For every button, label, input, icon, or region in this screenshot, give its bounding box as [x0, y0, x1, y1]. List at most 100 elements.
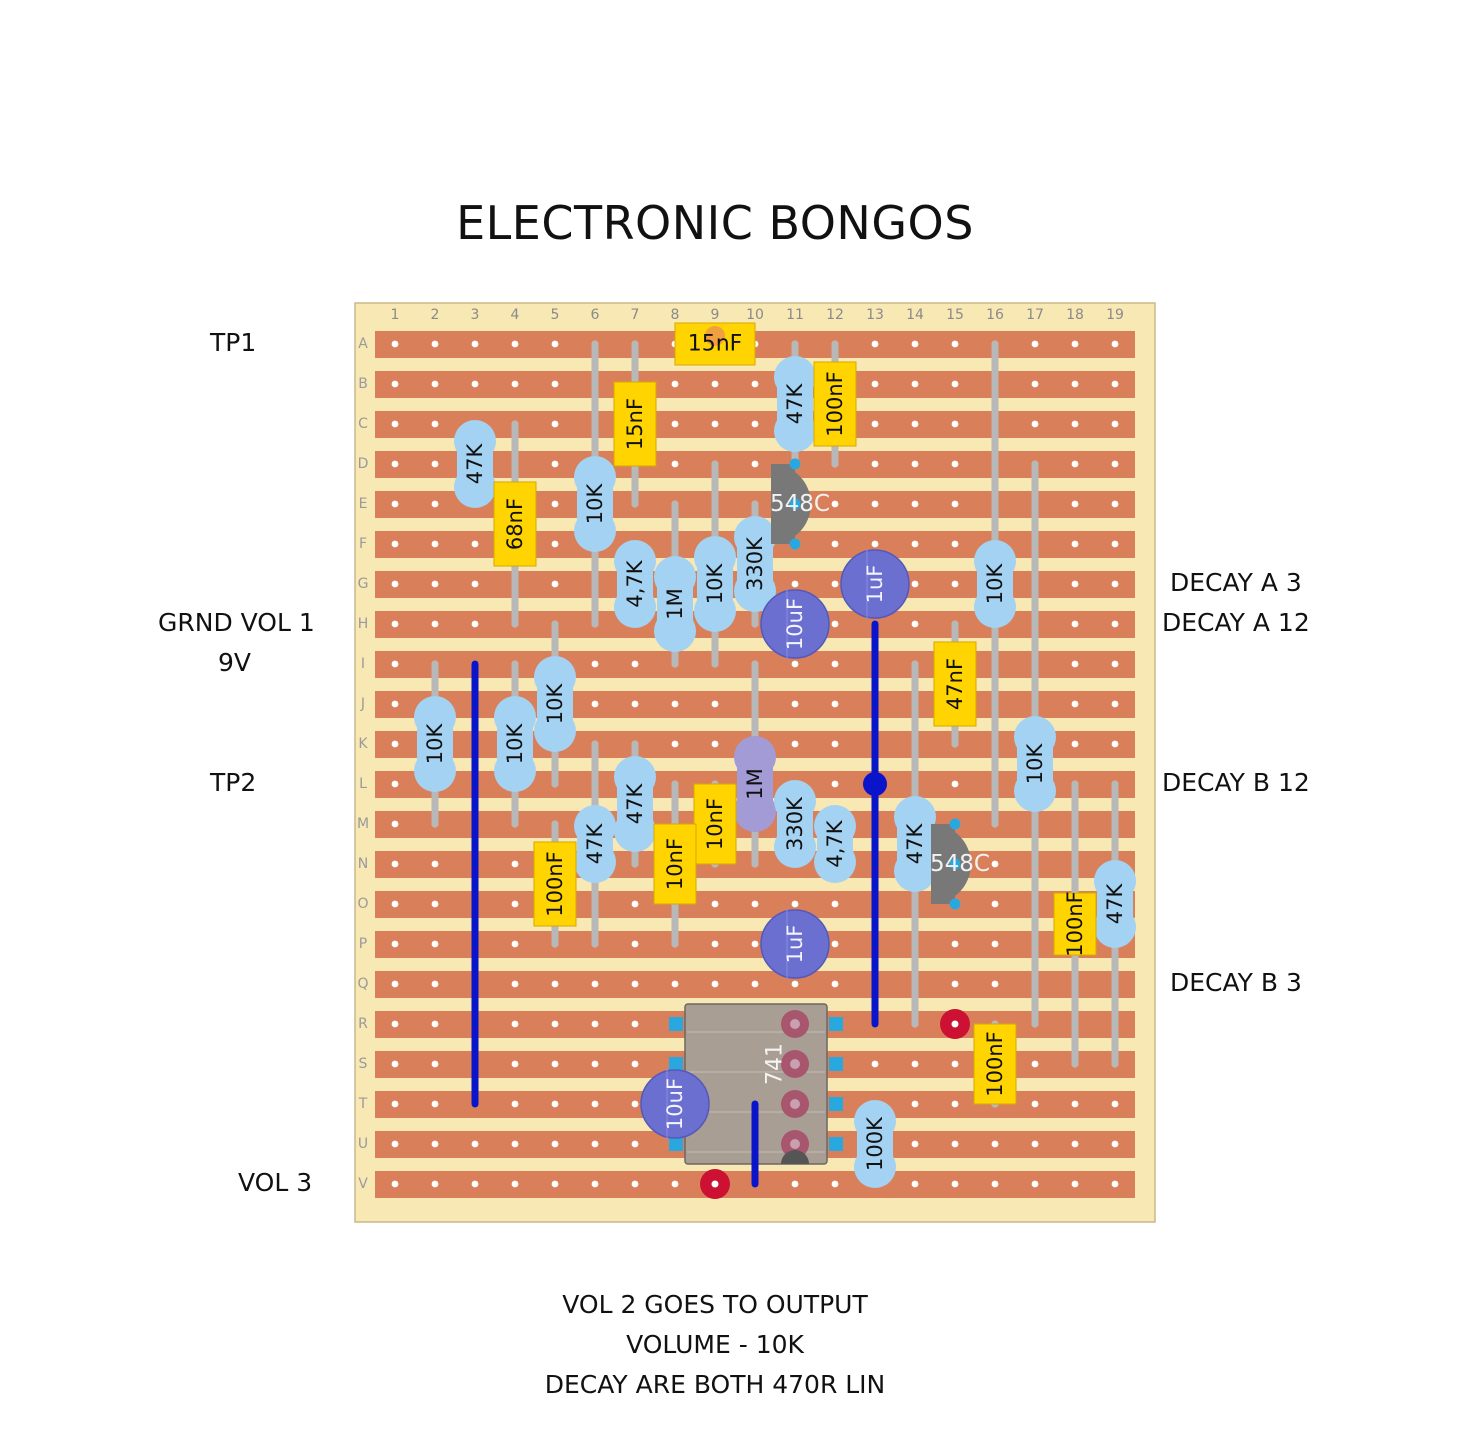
strip-hole	[551, 540, 559, 548]
resistor-end	[814, 841, 856, 883]
strip-hole	[831, 540, 839, 548]
resistor-label: 47K	[903, 823, 927, 865]
strip-hole	[591, 700, 599, 708]
resistor-label: 10K	[543, 683, 567, 725]
capacitor-body	[1053, 892, 1097, 956]
resistor-end	[974, 540, 1016, 582]
strip-hole	[751, 900, 759, 908]
label-decay-b-3: DECAY B 3	[1170, 968, 1302, 997]
strip-hole	[751, 460, 759, 468]
strip-hole	[831, 900, 839, 908]
strip-hole	[471, 340, 479, 348]
ic-pin	[669, 1017, 683, 1031]
strip-hole	[1031, 380, 1039, 388]
strip-hole	[1111, 740, 1119, 748]
resistor-label: 47K	[463, 443, 487, 485]
note-line: VOLUME - 10K	[626, 1330, 804, 1359]
resistor-end	[614, 586, 656, 628]
column-label: 18	[1066, 307, 1084, 323]
strip-hole	[511, 1100, 519, 1108]
ic-pin	[829, 1097, 843, 1111]
strip-hole	[431, 1140, 439, 1148]
strip-hole	[831, 660, 839, 668]
strip-hole	[551, 340, 559, 348]
ic-pad-hole	[790, 1019, 800, 1029]
strip-hole	[1071, 380, 1079, 388]
strip-hole	[431, 900, 439, 908]
resistor: 4,7K	[614, 540, 656, 628]
resistor-label: 10K	[1023, 743, 1047, 785]
resistor-end	[734, 516, 776, 558]
strip-hole	[431, 1060, 439, 1068]
marker-center	[711, 1180, 719, 1188]
strip-hole	[951, 1180, 959, 1188]
strip-hole	[471, 620, 479, 628]
column-label: 8	[671, 307, 680, 323]
column-label: 13	[866, 307, 884, 323]
strip-hole	[911, 620, 919, 628]
strip-hole	[791, 580, 799, 588]
resistor-label: 1M	[743, 768, 767, 799]
resistor-end	[614, 756, 656, 798]
resistor-label: 4,7K	[823, 819, 847, 867]
column-label: 9	[711, 307, 720, 323]
strip-hole	[391, 980, 399, 988]
column-label: 11	[786, 307, 804, 323]
strip-hole	[431, 1180, 439, 1188]
strip-hole	[671, 700, 679, 708]
film-capacitor: 100nF	[1053, 891, 1097, 957]
resistor: 10K	[1014, 700, 1056, 828]
resistor-label: 47K	[1103, 883, 1127, 925]
strip-hole	[551, 1100, 559, 1108]
row-label: D	[358, 456, 369, 472]
strip-hole	[951, 500, 959, 508]
strip-hole	[911, 380, 919, 388]
resistor-end	[494, 750, 536, 792]
resistor-label: 47K	[583, 823, 607, 865]
column-label: 12	[826, 307, 844, 323]
column-label: 5	[551, 307, 560, 323]
strip-hole	[791, 1180, 799, 1188]
row-label: M	[357, 816, 369, 832]
resistor-end	[894, 850, 936, 892]
strip-hole	[791, 980, 799, 988]
strip-hole	[1111, 1140, 1119, 1148]
ic-pin	[669, 1057, 683, 1071]
resistor: 47K	[454, 420, 496, 508]
strip-hole	[431, 340, 439, 348]
strip-hole	[911, 1180, 919, 1188]
ic-pad-hole	[790, 1099, 800, 1109]
resistor-label: 10K	[583, 483, 607, 525]
strip-hole	[1031, 1140, 1039, 1148]
strip-hole	[831, 1180, 839, 1188]
label-decay-a-12: DECAY A 12	[1162, 608, 1310, 637]
strip-hole	[951, 1100, 959, 1108]
strip-hole	[1031, 340, 1039, 348]
strip-hole	[871, 380, 879, 388]
capacitor-label: 10nF	[663, 838, 687, 890]
row-label: I	[361, 656, 365, 672]
row-label: V	[358, 1176, 368, 1192]
strip-hole	[431, 420, 439, 428]
strip-hole	[1071, 1140, 1079, 1148]
resistor-end	[774, 780, 816, 822]
strip-hole	[391, 620, 399, 628]
strip-hole	[391, 460, 399, 468]
strip-hole	[391, 500, 399, 508]
capacitor-body	[613, 381, 657, 467]
capacitor-label: 10uF	[663, 1078, 687, 1130]
track-cut-marker	[940, 1009, 970, 1039]
row-label: L	[359, 776, 367, 792]
strip-hole	[511, 1020, 519, 1028]
strip-hole	[1111, 1100, 1119, 1108]
strip-hole	[391, 1060, 399, 1068]
row-label: Q	[357, 976, 368, 992]
row-label: S	[359, 1056, 368, 1072]
strip-hole	[1071, 420, 1079, 428]
resistor-label: 10K	[423, 723, 447, 765]
strip-hole	[591, 1060, 599, 1068]
notes-block: VOL 2 GOES TO OUTPUT VOLUME - 10K DECAY …	[0, 1285, 1430, 1405]
film-capacitor: 15nF	[613, 340, 657, 508]
strip-hole	[631, 1180, 639, 1188]
strip-hole	[991, 1180, 999, 1188]
